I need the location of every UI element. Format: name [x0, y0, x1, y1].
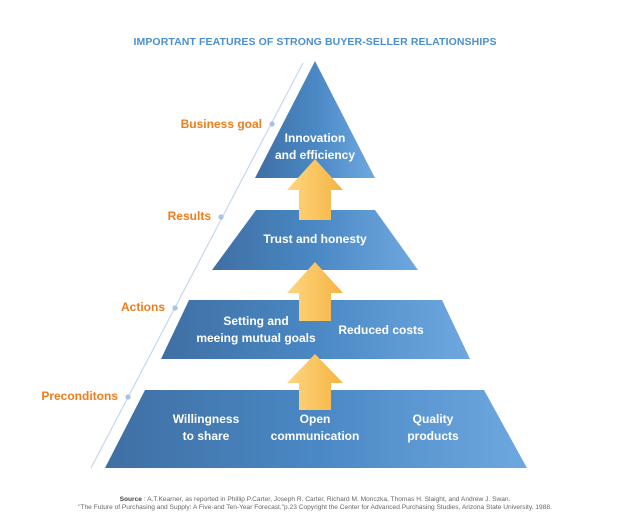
guide-dot-business-goal: [269, 121, 275, 127]
source-note: Source : A.T.Kearner, as reported in Phi…: [0, 496, 630, 512]
source-label: Source: [119, 496, 142, 503]
guide-dot-actions: [172, 305, 178, 311]
source-line2: "The Future of Purchasing and Supply: A …: [78, 504, 552, 511]
tier-item-reduced-costs: Reduced costs: [338, 323, 424, 337]
level-label-results: Results: [167, 209, 211, 223]
tier-item-trust: Trust and honesty: [263, 232, 367, 246]
guide-dot-results: [218, 214, 224, 220]
tier-item-open-communication: Open communication: [270, 412, 360, 443]
tier-item-willingness: Willingness to share: [172, 412, 240, 443]
tier-results: [212, 210, 418, 270]
tier-item-setting-goals: Setting and meeing mutual goals: [196, 314, 316, 345]
level-label-business-goal: Business goal: [180, 117, 262, 131]
tier-preconditions: [105, 390, 527, 468]
tier-business-goal: [255, 61, 375, 178]
level-label-actions: Actions: [120, 300, 165, 314]
tier-item-quality-products: Quality products: [407, 412, 459, 443]
guide-dot-preconditions: [125, 394, 131, 400]
tier-actions: [161, 300, 470, 359]
arrow-up-icon: [287, 262, 343, 321]
arrow-up-icon: [287, 354, 343, 410]
tier-item-innovation: Innovation and efficiency: [274, 131, 356, 162]
source-line1: : A.T.Kearner, as reported in Phillip P.…: [141, 496, 511, 503]
level-label-preconditions: Preconditons: [41, 389, 118, 403]
guide-line: [90, 62, 304, 469]
diagram-title: IMPORTANT FEATURES OF STRONG BUYER-SELLE…: [133, 36, 497, 48]
arrow-up-icon: [287, 159, 343, 220]
